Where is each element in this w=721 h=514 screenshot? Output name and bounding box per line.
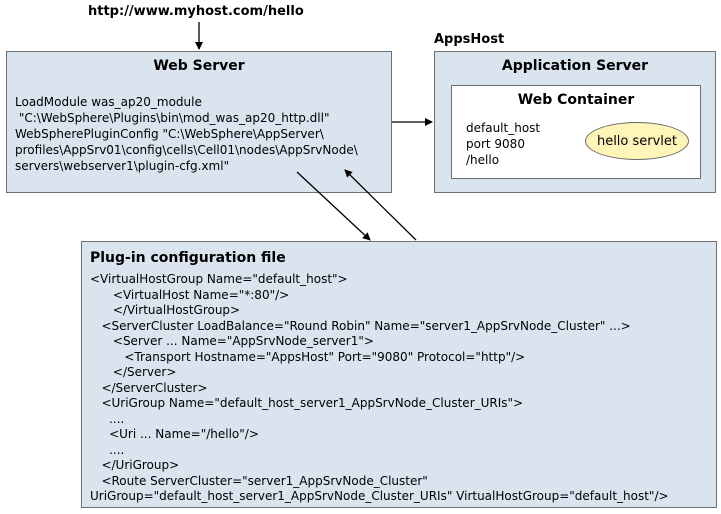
web-container-text: default_host port 9080 /hello: [466, 120, 540, 168]
plugin-config-line: UriGroup="default_host_server1_AppSrvNod…: [90, 489, 669, 503]
return-config-arrow: [344, 169, 417, 241]
plugin-config-line: <Transport Hostname="AppsHost" Port="908…: [90, 349, 526, 364]
plugin-config-line: </UriGroup>: [90, 458, 180, 472]
web-server-config-text: LoadModule was_ap20_module "C:\WebSphere…: [15, 94, 358, 174]
plugin-config-line: <Uri ... Name="/hello"/>: [90, 427, 259, 441]
application-server-title: Application Server: [501, 58, 649, 74]
plugin-config-line: <Route ServerCluster="server1_AppSrvNode…: [90, 473, 428, 488]
plugin-config-line: </VirtualHostGroup>: [90, 303, 241, 317]
web-server-line: "C:\WebSphere\Plugins\bin\mod_was_ap20_h…: [15, 111, 330, 125]
web-server-line: servers\webserver1\plugin-cfg.xml": [15, 159, 230, 173]
plugin-config-line: ....: [90, 442, 125, 457]
web-container-line: /hello: [466, 153, 500, 167]
plugin-config-line: <VirtualHost Name="*:80"/>: [90, 287, 290, 302]
plugin-config-line: <UriGroup Name="default_host_server1_App…: [90, 396, 524, 410]
web-server-line: profiles\AppSrv01\config\cells\Cell01\no…: [15, 143, 358, 157]
plugin-config-line: <VirtualHostGroup Name="default_host">: [90, 272, 348, 286]
read-config-arrow: [296, 171, 371, 241]
plugin-config-line: <ServerCluster LoadBalance="Round Robin"…: [90, 318, 631, 333]
web-container-line: port 9080: [466, 137, 525, 151]
web-container-box: Web Container default_host port 9080 /he…: [451, 85, 701, 179]
plugin-config-line: ....: [90, 411, 125, 426]
web-server-line: LoadModule was_ap20_module: [15, 95, 202, 109]
plugin-config-title: Plug-in configuration file: [90, 250, 286, 266]
web-container-line: default_host: [466, 121, 541, 135]
appshost-label: AppsHost: [434, 32, 505, 47]
plugin-config-line: </Server>: [90, 365, 177, 379]
plugin-config-box: Plug-in configuration file <VirtualHostG…: [81, 241, 717, 508]
plugin-config-line: </ServerCluster>: [90, 380, 208, 395]
hello-servlet-label: hello servlet: [596, 133, 678, 149]
hello-servlet-ellipse: hello servlet: [585, 122, 689, 160]
request-url-label: http://www.myhost.com/hello: [88, 4, 304, 19]
plugin-config-xml: <VirtualHostGroup Name="default_host"> <…: [90, 272, 669, 505]
web-container-title: Web Container: [517, 92, 635, 108]
web-server-line: WebSpherePluginConfig "C:\WebSphere\AppS…: [15, 127, 324, 141]
web-server-box: Web Server LoadModule was_ap20_module "C…: [6, 51, 392, 193]
web-server-title: Web Server: [153, 58, 245, 74]
plugin-config-line: <Server ... Name="AppSrvNode_server1">: [90, 334, 374, 348]
application-server-box: Application Server Web Container default…: [434, 51, 716, 193]
